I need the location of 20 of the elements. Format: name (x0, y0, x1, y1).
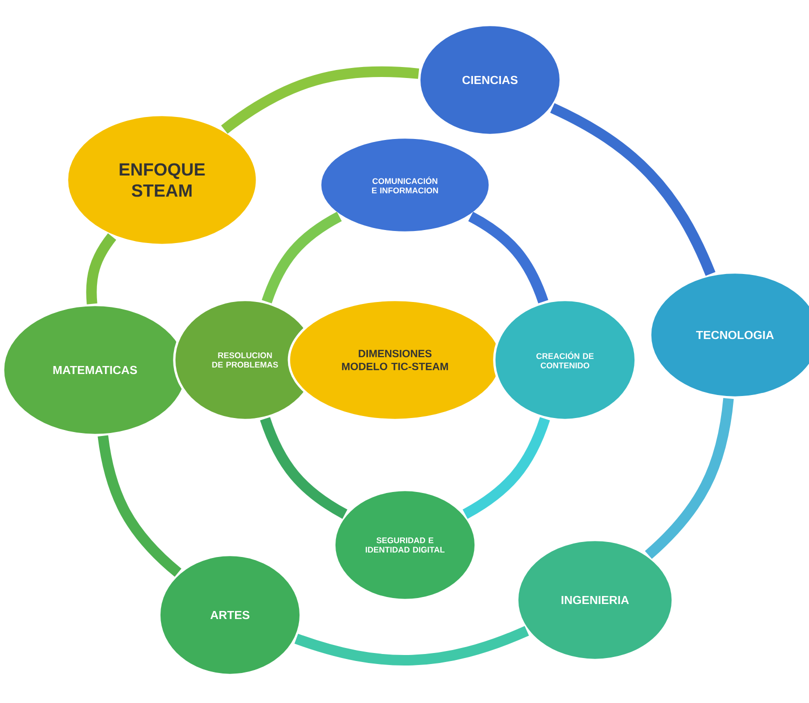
ellipse-node: ARTES (158, 554, 302, 676)
ellipse-node: CIENCIAS (418, 24, 562, 136)
connector-band (221, 66, 420, 134)
ellipse-node: ENFOQUE STEAM (66, 114, 258, 246)
connector-band (294, 626, 529, 666)
ellipse-node: COMUNICACIÓN E INFORMACION (318, 136, 492, 234)
ellipse-node: CREACIÓN DE CONTENIDO (493, 298, 637, 422)
connector-band (260, 417, 348, 519)
connector-band (644, 398, 734, 559)
ellipse-node: SEGURIDAD E IDENTIDAD DIGITAL (333, 488, 477, 602)
connector-band (262, 212, 342, 304)
ellipse-node: MATEMATICAS (2, 304, 188, 436)
ellipse-node: DIMENSIONES MODELO TIC-STEAM (288, 298, 502, 422)
ellipse-node: TECNOLOGIA (648, 271, 809, 399)
connector-band (550, 103, 716, 276)
connector-band (86, 233, 116, 304)
connector-band (468, 212, 548, 304)
connector-band (98, 435, 182, 577)
connector-band (462, 416, 550, 519)
ellipse-node: INGENIERIA (516, 538, 674, 662)
